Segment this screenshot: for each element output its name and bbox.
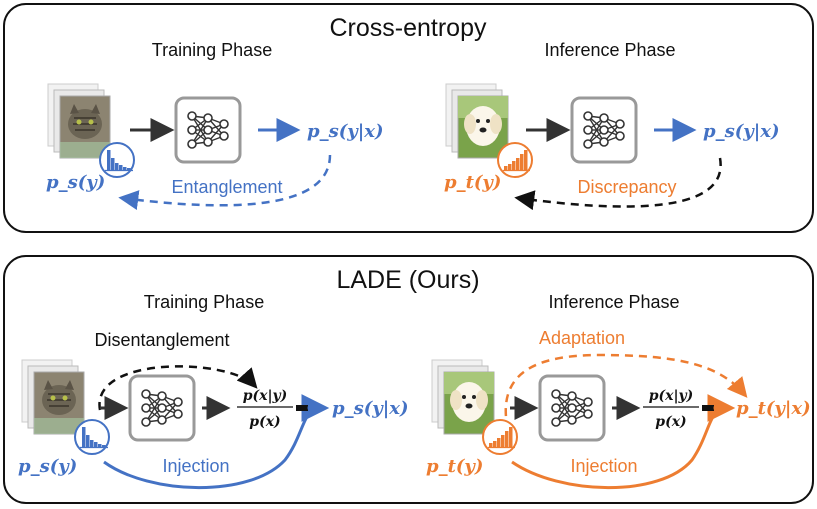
dog-photo-stack-icon (431, 359, 495, 435)
injection-label-inference: Injection (570, 456, 637, 476)
adaptation-dashed-arrow (504, 353, 748, 431)
cat-photo-stack-icon (47, 83, 111, 159)
injection-label-training: Injection (162, 456, 229, 476)
neural-network-icon (538, 374, 606, 442)
cat-photo-stack-icon (21, 359, 85, 435)
top-panel-border (3, 3, 814, 233)
increasing-histogram-icon (497, 142, 533, 178)
increasing-histogram-icon (482, 419, 518, 455)
injection-curve-inference (511, 408, 720, 490)
fraction-denominator: p(x) (249, 414, 280, 430)
top-training-output-label: p_s(y|x) (307, 121, 384, 142)
discrepancy-label: Discrepancy (577, 177, 676, 197)
entanglement-label: Entanglement (171, 177, 282, 197)
merge-segment (296, 405, 308, 411)
discrepancy-dashed-arrow (514, 157, 722, 211)
bottom-inference-output-label: p_t(y|x) (736, 398, 811, 419)
fraction-numerator: p(x|y) (243, 388, 288, 404)
top-panel: Cross-entropy Training Phase p_s(y|x) p_… (3, 3, 814, 233)
merge-node (307, 403, 317, 413)
injection-curve-training (103, 408, 314, 490)
merge-node (713, 403, 723, 413)
top-inference-input-label: p_t(y) (444, 172, 501, 193)
top-training-phase-label: Training Phase (152, 40, 272, 60)
bottom-inference-phase-label: Inference Phase (548, 292, 679, 312)
bottom-training-input-label: p_s(y) (18, 456, 77, 477)
entanglement-dashed-arrow (118, 154, 332, 211)
neural-network-icon (174, 96, 242, 164)
fraction-denominator: p(x) (655, 414, 686, 430)
dog-photo-stack-icon (445, 83, 509, 159)
top-training-input-label: p_s(y) (46, 172, 105, 193)
top-panel-title: Cross-entropy (330, 14, 487, 42)
top-inference-phase-label: Inference Phase (544, 40, 675, 60)
disentanglement-dashed-arrow (98, 365, 258, 411)
merge-segment (702, 405, 714, 411)
long-tail-histogram-icon (74, 419, 110, 455)
bottom-training-phase-label: Training Phase (144, 292, 264, 312)
bottom-panel-border (3, 255, 814, 504)
top-inference-output-label: p_s(y|x) (703, 121, 780, 142)
adaptation-label: Adaptation (539, 328, 625, 348)
neural-network-icon (570, 96, 638, 164)
fraction-numerator: p(x|y) (649, 388, 694, 404)
bottom-inference-input-label: p_t(y) (426, 456, 483, 477)
disentanglement-label: Disentanglement (94, 330, 229, 350)
bottom-training-output-label: p_s(y|x) (332, 398, 409, 419)
bottom-panel: LADE (Ours) Training Phase Disentangleme… (3, 255, 814, 504)
bottom-panel-title: LADE (Ours) (336, 266, 479, 294)
neural-network-icon (128, 374, 196, 442)
